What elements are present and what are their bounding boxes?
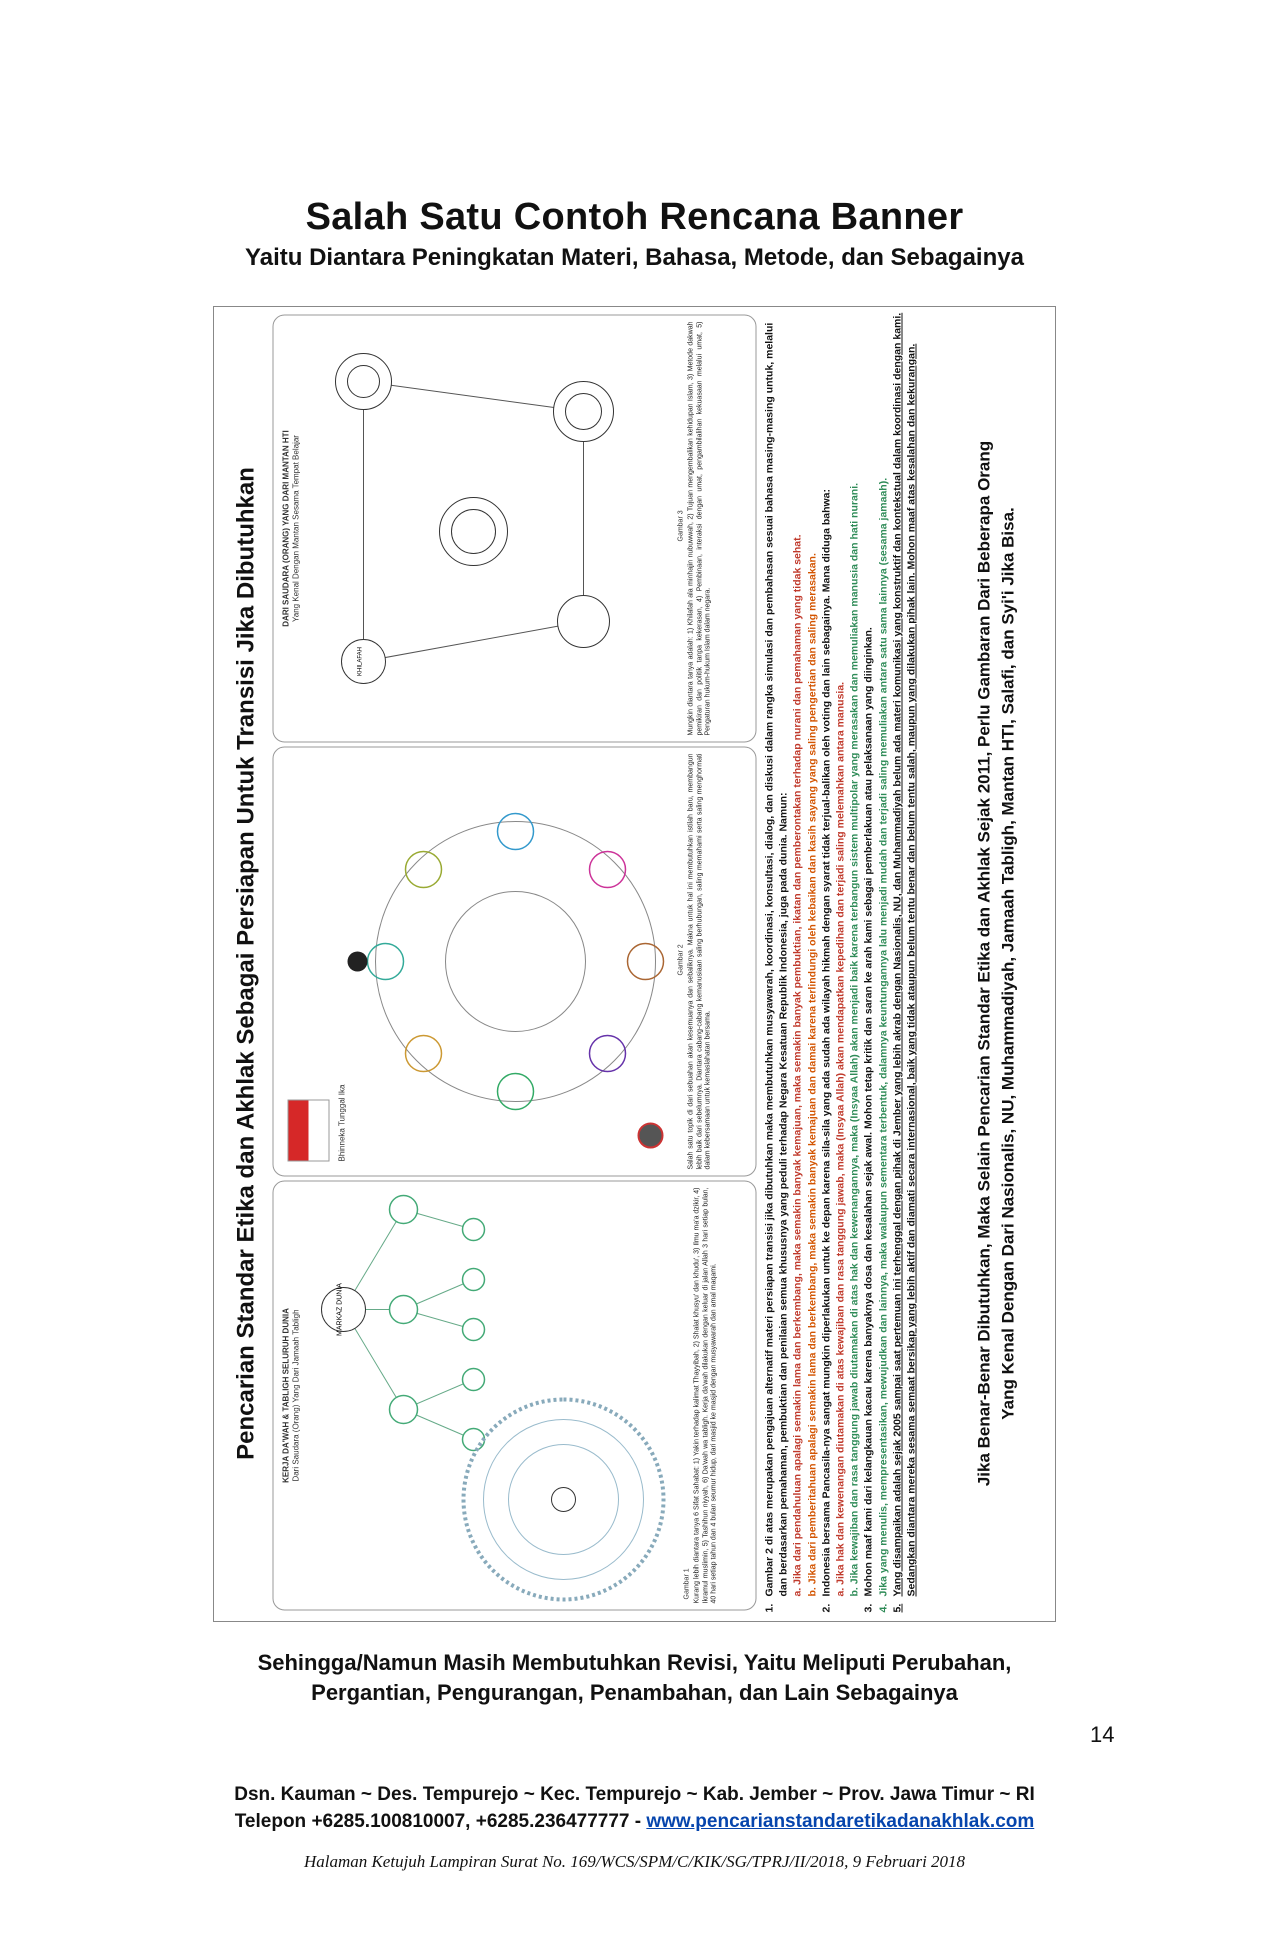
contact-line: Telepon +6285.100810007, +6285.236477777… <box>0 1811 1269 1833</box>
tree-diagram: MARKAZ DUNIA <box>321 1194 666 1602</box>
circle-diagram <box>347 812 665 1149</box>
footnote: Halaman Ketujuh Lampiran Surat No. 169/W… <box>303 1852 966 1871</box>
page-number: 14 <box>1090 1722 1115 1747</box>
flow-diagram: KHILAFAH <box>335 353 614 684</box>
note-item: 5.Yang disampaikan adalah sejak 2005 sam… <box>891 312 918 1613</box>
banner-title: Pencarian Standar Etika dan Akhlak Sebag… <box>232 467 260 1460</box>
figure-label: Gambar 2 <box>677 944 685 976</box>
note-item: b. Jika dari pemberitahuan apalagi semak… <box>806 553 819 1597</box>
figure-label: Gambar 1 <box>683 1568 691 1600</box>
panel-bhinneka: Bhinneka Tunggal Ika Gambar 2 Salah satu… <box>272 746 757 1177</box>
note-item: a. Jika dari pendahuluan apalagi semakin… <box>791 534 804 1597</box>
caption-line-2: Pergantian, Pengurangan, Penambahan, dan… <box>311 1680 958 1705</box>
note-item: a. Jika hak dan kewenangan diutamakan di… <box>834 681 847 1597</box>
banner-image: Pencarian Standar Etika dan Akhlak Sebag… <box>213 306 1056 1622</box>
node-left-label: KHILAFAH <box>358 647 364 676</box>
panel-subheading: Yang Kenal Dengan Mantan Sesama Tempat B… <box>291 435 301 622</box>
note-item: b. Jika kewajiban dan rasa tanggung jawa… <box>848 482 861 1597</box>
closing-line-1: Jika Benar-Benar Dibutuhkan, Maka Selain… <box>974 440 994 1487</box>
address-line: Dsn. Kauman ~ Des. Tempurejo ~ Kec. Temp… <box>234 1784 1035 1805</box>
indonesia-flag <box>287 1099 330 1162</box>
note-item: 2.Indonesia bersama Pancasila-nya sangat… <box>820 489 833 1613</box>
caption-line-1: Sehingga/Namun Masih Membutuhkan Revisi,… <box>257 1650 1012 1675</box>
panel-mantan-hti: DARI SAUDARA (ORANG) YANG DARI MANTAN HT… <box>272 314 757 743</box>
panel-text: Kurang lebih diantara tanya 6 Sifat Saha… <box>693 1187 718 1604</box>
figure-label: Gambar 3 <box>677 510 685 542</box>
phone-text: Telepon +6285.100810007, +6285.236477777… <box>234 1811 647 1832</box>
banner-notes: 1.Gambar 2 di atas merupakan pengajuan a… <box>763 313 919 1613</box>
closing-line-2: Yang Kenal Dengan Dari Nasionalis, NU, M… <box>998 507 1018 1420</box>
banner-rotated-layer: Pencarian Standar Etika dan Akhlak Sebag… <box>215 307 1056 1621</box>
banner-closing: Jika Benar-Benar Dibutuhkan, Maka Selain… <box>973 307 1021 1621</box>
panel-subheading: Dari Saudara (Orang) Yang Dari Jamaah Ta… <box>291 1309 301 1482</box>
panel-heading: DARI SAUDARA (ORANG) YANG DARI MANTAN HT… <box>281 430 291 627</box>
panel-heading: KERJA DA'WAH & TABLIGH SELURUH DUNIA <box>281 1308 291 1483</box>
note-item: 1.Gambar 2 di atas merupakan pengajuan a… <box>763 322 790 1613</box>
page-title: Salah Satu Contoh Rencana Banner <box>305 196 964 238</box>
panel-text: Salah satu topik di dari sebuahan akan k… <box>687 753 712 1170</box>
note-item: 3.Mohon maaf kami dari kelangkauan kacau… <box>862 627 875 1613</box>
panel-jamaah-tabligh: KERJA DA'WAH & TABLIGH SELURUH DUNIA Dar… <box>272 1180 757 1611</box>
website-link[interactable]: www.pencarianstandaretikadanakhlak.com <box>646 1811 1035 1832</box>
page-subtitle: Yaitu Diantara Peningkatan Materi, Bahas… <box>245 244 1024 271</box>
note-item: 4.Jika yang menulis, mempresentasikan, m… <box>877 477 890 1613</box>
node-main-label: MARKAZ DUNIA <box>337 1283 344 1336</box>
panel-text: Mungkin diantara tanya adalah: 1) Khilaf… <box>687 321 712 736</box>
